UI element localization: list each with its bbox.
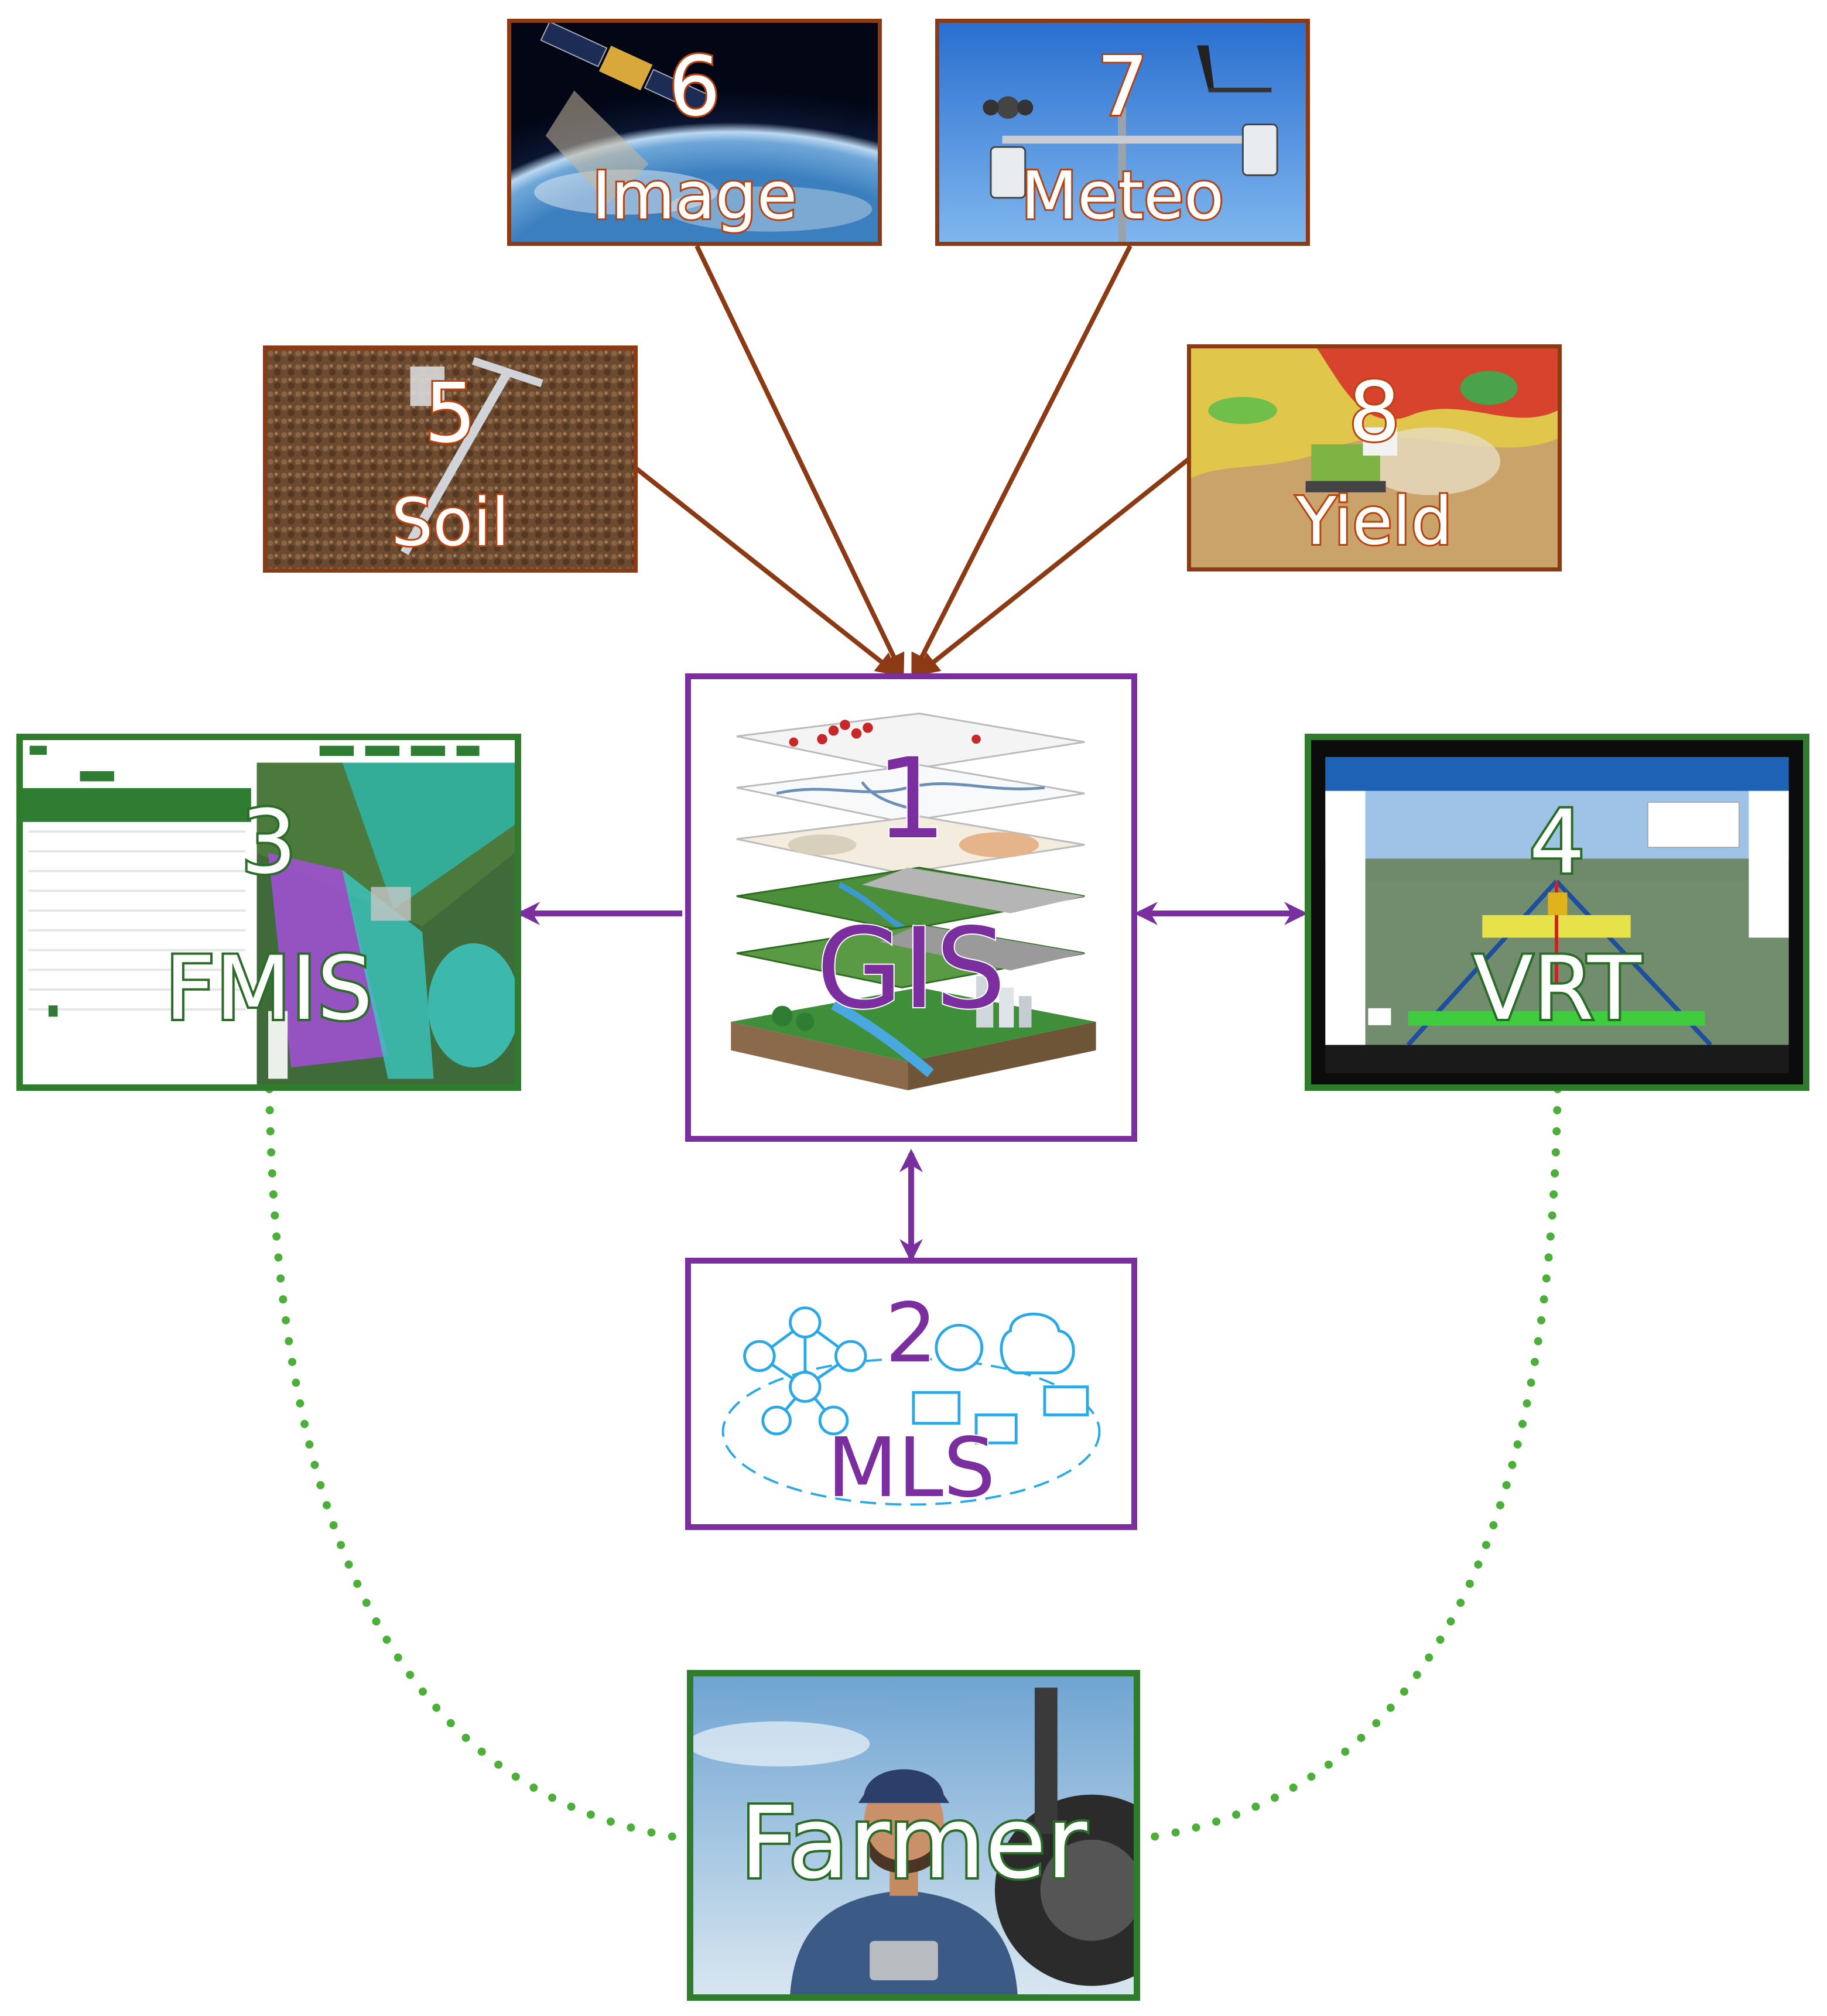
yield-number: 8 (1346, 365, 1402, 460)
meteo-label: Meteo (1019, 158, 1226, 234)
meteo-number: 7 (1094, 39, 1150, 135)
yield-node: 8 Yield (1187, 344, 1562, 571)
satellite-earth-image (511, 23, 878, 242)
link-vrt-farmer (1138, 1085, 1562, 1843)
image-number: 6 (666, 39, 722, 135)
vrt-number: 4 (1527, 792, 1587, 894)
soil-probe-image (267, 350, 634, 569)
weather-station-image (939, 23, 1306, 242)
fmis-label: FMIS (162, 938, 375, 1040)
farmer-photo (693, 1676, 1134, 1994)
soil-label: Soil (389, 485, 511, 561)
gis-label: GIS (815, 904, 1007, 1033)
image-node: 6 Image (507, 19, 882, 246)
mls-number: 2 (884, 1286, 938, 1381)
mls-node: 2 MLS (685, 1258, 1137, 1530)
arrow-yield-to-gis (915, 454, 1193, 676)
gis-node: 1 GIS (685, 673, 1137, 1142)
soil-number: 5 (422, 366, 478, 461)
farmer-node: Farmer (687, 1670, 1140, 2001)
farmer-label: Farmer (737, 1785, 1089, 1901)
arrow-soil-to-gis (631, 463, 900, 676)
fmis-screenshot (23, 740, 515, 1084)
gis-layers-image (731, 713, 1096, 1090)
fmis-number: 3 (238, 792, 299, 894)
image-label: Image (590, 158, 799, 234)
vrt-label: VRT (1470, 938, 1644, 1040)
vrt-node: 4 VRT (1305, 734, 1809, 1091)
yield-map-harvester-image (1191, 348, 1558, 567)
link-fmis-farmer (265, 1085, 689, 1843)
fmis-node: 3 FMIS (16, 734, 521, 1091)
gis-number: 1 (875, 734, 948, 864)
arrow-image-to-gis (694, 245, 905, 678)
meteo-node: 7 Meteo (935, 19, 1310, 246)
machine-learning-icon (721, 1306, 1101, 1506)
mls-label: MLS (826, 1421, 997, 1516)
vrt-display-screenshot (1311, 740, 1803, 1084)
arrow-meteo-to-gis (911, 245, 1133, 678)
yield-label: Yield (1295, 484, 1455, 560)
soil-node: 5 Soil (263, 345, 638, 573)
